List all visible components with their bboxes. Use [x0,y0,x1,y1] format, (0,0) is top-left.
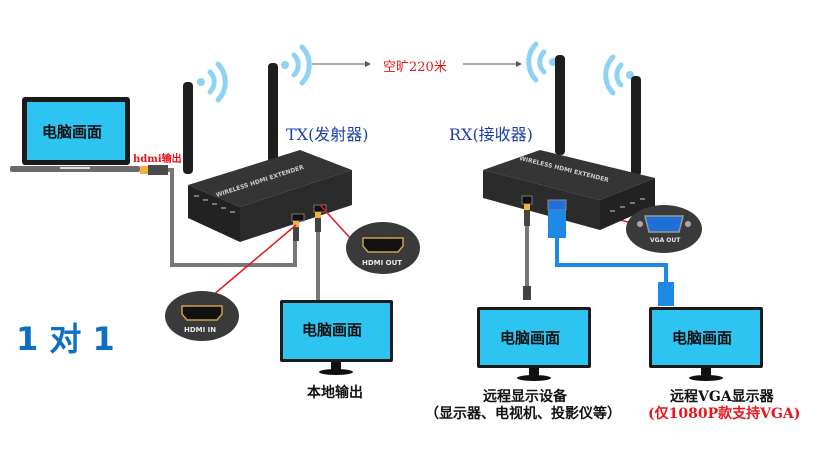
hdmi-out-label: HDMI OUT [362,259,403,267]
rx-vga-cable [548,210,674,306]
rx-hdmi-cable [523,204,531,300]
distance-arrow-left [312,61,371,67]
pointer-hdmi-out [319,204,353,241]
remote-monitor-caption-2: （显示器、电视机、投影仪等） [425,406,621,422]
rx-label: RX(接收器) [449,125,533,144]
local-monitor-caption: 本地输出 [307,385,363,401]
wifi-icon-rx-2 [603,54,634,96]
hdmi-in-label: HDMI IN [184,326,217,334]
tx-antenna-left [183,82,193,174]
tx-hdmi-cables [293,212,321,300]
remote-monitor-caption-1: 远程显示设备 [483,389,567,405]
vga-out-label: VGA OUT [650,237,681,244]
vga-out-port-badge [626,205,702,253]
tx-device [188,150,352,242]
vga-monitor-screen-text: 电脑画面 [672,329,733,347]
laptop-cable-label: hdmi输出 [133,154,182,165]
wifi-icon-tx-1 [197,61,228,103]
rx-device [483,150,655,230]
tx-label: TX(发射器) [286,125,369,144]
wifi-icon-tx-2 [281,44,312,86]
wifi-icon-rx-1 [526,41,557,83]
tx-antenna-right [268,63,278,163]
hdmi-out-port-badge [346,222,420,274]
vga-monitor [649,307,763,381]
page-title: 1 对 1 [16,320,115,358]
hdmi-in-port-badge [165,291,239,341]
laptop-screen-text: 电脑画面 [42,123,103,141]
laptop-hdmi-cable [140,165,297,267]
pointer-hdmi-in [211,224,297,297]
vga-monitor-caption-1: 远程VGA显示器 [670,389,774,405]
distance-label: 空旷220米 [383,60,447,75]
distance-arrow-right [463,61,522,67]
remote-monitor-screen-text: 电脑画面 [500,329,561,347]
rx-antenna-right [631,76,641,176]
vga-monitor-caption-2: (仅1080P款支持VGA) [648,406,801,422]
remote-monitor [477,307,591,381]
local-monitor [280,300,393,375]
laptop [10,97,140,172]
rx-antenna-left [555,55,565,155]
local-monitor-screen-text: 电脑画面 [302,321,363,339]
